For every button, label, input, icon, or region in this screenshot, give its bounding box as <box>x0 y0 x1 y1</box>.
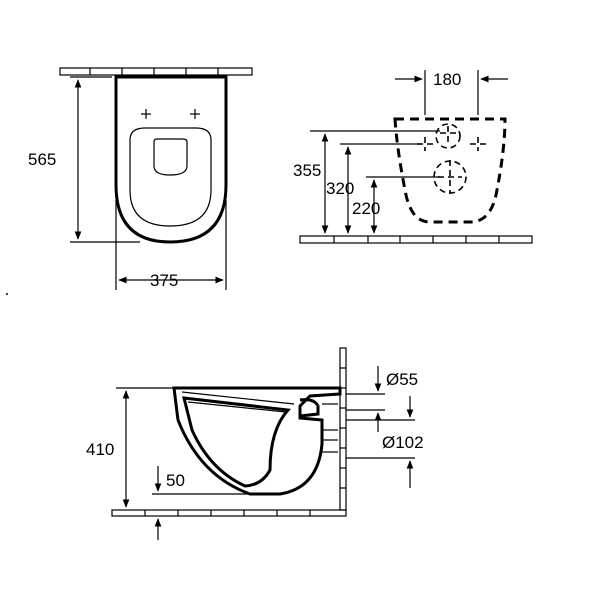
side-view-bowl-outer <box>172 386 342 496</box>
back-view: 180 355 320 220 <box>293 70 533 244</box>
dimension-355 <box>310 130 440 234</box>
dimension-410-label: 410 <box>86 440 114 459</box>
top-view-bowl-outline <box>114 75 228 244</box>
top-view-fixing-cross-left <box>141 109 151 119</box>
side-view-outlet-lines <box>322 403 338 453</box>
dimension-50-label: 50 <box>166 471 185 490</box>
back-view-bowl-outline <box>393 117 507 224</box>
dimension-180-label: 180 <box>433 70 461 89</box>
back-view-upper-hole <box>435 123 461 149</box>
dimension-220-label: 220 <box>352 199 380 218</box>
dimension-180 <box>395 70 508 115</box>
back-view-cross-center <box>438 126 462 194</box>
dimension-355-label: 355 <box>293 161 321 180</box>
dimension-410 <box>116 387 176 508</box>
dimension-50 <box>152 466 250 540</box>
top-view-seat-inner <box>153 138 188 176</box>
dimension-diameter-55 <box>346 366 385 432</box>
side-view: 410 50 Ø55 Ø102 <box>86 347 424 540</box>
dimension-375-label: 375 <box>150 271 178 290</box>
dimension-diameter-102 <box>346 396 415 488</box>
dimension-565 <box>70 76 140 243</box>
side-view-bowl-inner <box>182 396 292 488</box>
dimension-320 <box>340 143 420 234</box>
dimension-diameter-102-label: Ø102 <box>382 433 424 452</box>
side-view-rim <box>181 391 295 413</box>
side-view-floor <box>111 509 347 517</box>
side-view-outlet <box>299 398 320 418</box>
dimension-220 <box>366 176 440 234</box>
side-view-wall <box>339 347 347 511</box>
dimension-565-label: 565 <box>28 150 56 169</box>
top-view: 565 375 <box>28 67 253 290</box>
top-view-wall <box>59 67 253 76</box>
top-view-seat <box>129 127 212 227</box>
dimension-320-label: 320 <box>326 179 354 198</box>
dimension-375 <box>115 200 227 290</box>
stray-dot <box>6 293 8 295</box>
dimension-diameter-55-label: Ø55 <box>386 370 418 389</box>
back-view-floor <box>299 235 533 244</box>
back-view-cross-right <box>470 137 486 151</box>
top-view-fixing-cross-right <box>190 109 200 119</box>
